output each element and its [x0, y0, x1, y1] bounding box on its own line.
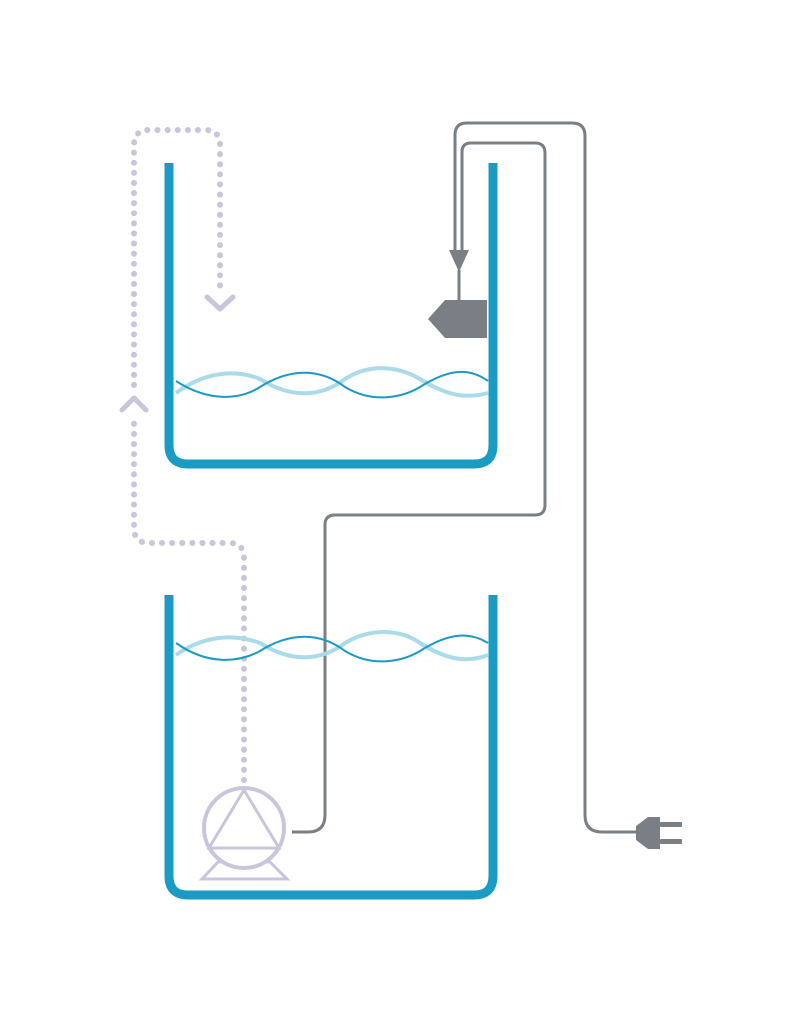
- centrifugal-pump-icon: [198, 786, 291, 881]
- plug-prong-bottom: [660, 839, 682, 844]
- lower-tank-water-wave-dark: [175, 634, 489, 663]
- upper-tank-water-wave-dark: [175, 370, 489, 399]
- lower-tank-water-wave-light: [174, 630, 489, 662]
- flow-path-dotted: [131, 411, 247, 783]
- lower-tank-wall: [164, 595, 498, 900]
- lower-tank: [164, 595, 498, 900]
- plug-prong-top: [660, 822, 682, 827]
- plug-body: [636, 817, 660, 849]
- flow-path-dotted-top: [131, 127, 223, 388]
- sensor-to-plug-cable: [453, 121, 636, 834]
- chevron-up-icon: [119, 395, 149, 413]
- pump-impeller: [206, 787, 282, 850]
- sensor-cable-arrowhead: [449, 250, 469, 272]
- upper-tank-wall: [164, 163, 498, 469]
- float-switch-sensor-icon: [428, 250, 487, 338]
- upper-tank: [164, 163, 498, 469]
- pump-body: [202, 786, 286, 870]
- sensor-body: [428, 300, 487, 338]
- upper-tank-water-wave-light: [174, 366, 489, 398]
- power-plug-icon: [636, 817, 682, 849]
- chevron-down-icon: [204, 294, 236, 312]
- sensor-to-pump-cable: [292, 141, 547, 834]
